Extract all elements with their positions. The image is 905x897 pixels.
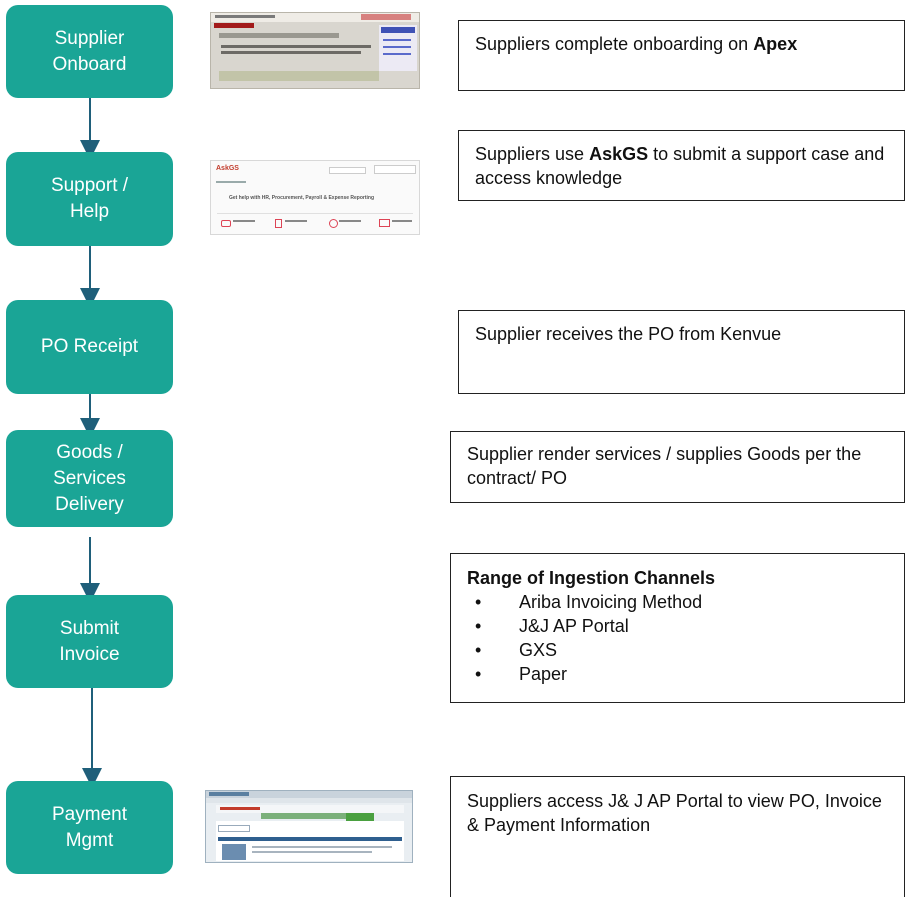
description-text: Supplier receives the PO from Kenvue <box>475 324 782 344</box>
list-item: GXS <box>467 638 888 662</box>
description-invoice: Range of Ingestion Channels Ariba Invoic… <box>450 553 905 703</box>
request-icon <box>329 219 338 228</box>
askgs-logo: AskGS <box>216 165 239 172</box>
ap-portal-thumbnail <box>205 790 413 863</box>
description-text: Suppliers access J& J AP Portal to view … <box>467 791 882 835</box>
step-label: Supplier Onboard <box>52 27 127 75</box>
step-label: PO Receipt <box>40 336 139 357</box>
askgs-thumbnail: AskGS Get help with HR, Procurement, Pay… <box>210 160 420 235</box>
phone-icon <box>275 219 282 228</box>
description-bold: Apex <box>753 34 798 54</box>
monitor-icon <box>379 219 390 227</box>
description-text: to submit a support case and access know… <box>475 144 885 188</box>
description-text: Suppliers complete onboarding on <box>475 34 754 54</box>
description-text: Suppliers use <box>475 144 590 164</box>
step-support-help: Support / Help <box>6 152 173 246</box>
list-item: J&J AP Portal <box>467 614 888 638</box>
search-icon <box>374 165 416 174</box>
ingestion-channel-list: Ariba Invoicing Method J&J AP Portal GXS… <box>467 590 888 686</box>
description-text: Supplier render services / supplies Good… <box>467 444 862 488</box>
step-label: Submit Invoice <box>59 617 120 665</box>
chat-icon <box>221 220 231 227</box>
description-payment: Suppliers access J& J AP Portal to view … <box>450 776 905 897</box>
onboarding-portal-thumbnail <box>210 12 420 89</box>
step-label: Goods / Services Delivery <box>53 441 126 515</box>
step-po-receipt: PO Receipt <box>6 300 173 394</box>
description-onboard: Suppliers complete onboarding on Apex <box>458 20 905 91</box>
step-submit-invoice: Submit Invoice <box>6 595 173 688</box>
step-payment-mgmt: Payment Mgmt <box>6 781 173 874</box>
step-supplier-onboard: Supplier Onboard <box>6 5 173 98</box>
list-item: Ariba Invoicing Method <box>467 590 888 614</box>
description-support: Suppliers use AskGS to submit a support … <box>458 130 905 201</box>
invoice-heading: Range of Ingestion Channels <box>467 568 716 588</box>
description-delivery: Supplier render services / supplies Good… <box>450 431 905 503</box>
description-po-receipt: Supplier receives the PO from Kenvue <box>458 310 905 394</box>
step-label: Support / Help <box>50 175 129 222</box>
description-bold: AskGS <box>589 144 649 164</box>
list-item: Paper <box>467 662 888 686</box>
askgs-headline: Get help with HR, Procurement, Payroll &… <box>229 195 375 201</box>
step-label: Payment Mgmt <box>52 803 127 851</box>
step-goods-services-delivery: Goods / Services Delivery <box>6 430 173 527</box>
